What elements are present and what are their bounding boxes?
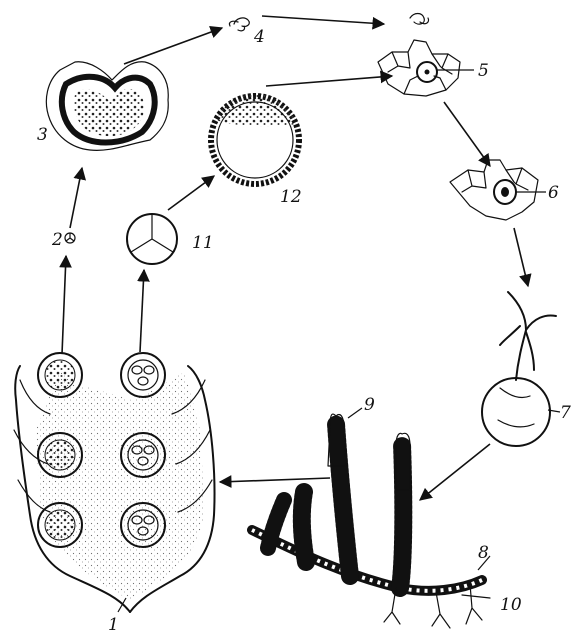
- arrow-1-to-11: [140, 270, 144, 352]
- label-3: 3: [37, 125, 48, 145]
- female-gametophyte: [211, 94, 299, 184]
- arrow-3-to-4: [124, 28, 222, 64]
- sporangium-right-top: [121, 353, 165, 397]
- arrow-4-to-5: [262, 16, 384, 24]
- antheridium: [46, 62, 168, 151]
- adult-sporophyte-plant: [252, 408, 490, 628]
- label-7: 7: [560, 403, 571, 423]
- spermatozoid: [229, 18, 249, 31]
- strobilus-section: [14, 353, 215, 612]
- microspore: [65, 233, 75, 243]
- archegonium-with-egg: [378, 14, 474, 97]
- arrow-8-to-1: [220, 478, 330, 482]
- arrow-2-to-3: [70, 168, 82, 228]
- sporangium-left-bottom: [38, 503, 82, 547]
- young-sporophyte-on-prothallus: [482, 292, 560, 446]
- sporangium-left-middle: [38, 433, 82, 477]
- arrow-6-to-7: [514, 228, 528, 286]
- sporangium-left-top: [38, 353, 82, 397]
- label-8: 8: [478, 543, 489, 563]
- arrow-5-to-6: [444, 102, 490, 166]
- label-10: 10: [500, 595, 522, 615]
- label-2: 2: [51, 230, 63, 250]
- arrow-7-to-8: [420, 444, 490, 500]
- label-1: 1: [108, 615, 119, 635]
- arrow-11-to-12: [168, 176, 214, 210]
- zygote-in-archegonium: [450, 160, 546, 220]
- label-6: 6: [548, 183, 559, 203]
- arrow-12-to-5: [266, 76, 392, 86]
- label-5: 5: [478, 61, 489, 81]
- label-11: 11: [192, 233, 214, 253]
- label-12: 12: [280, 187, 302, 207]
- label-9: 9: [364, 395, 375, 415]
- megaspore: [127, 214, 177, 264]
- arrow-1-to-2: [62, 256, 66, 354]
- label-4: 4: [253, 27, 265, 47]
